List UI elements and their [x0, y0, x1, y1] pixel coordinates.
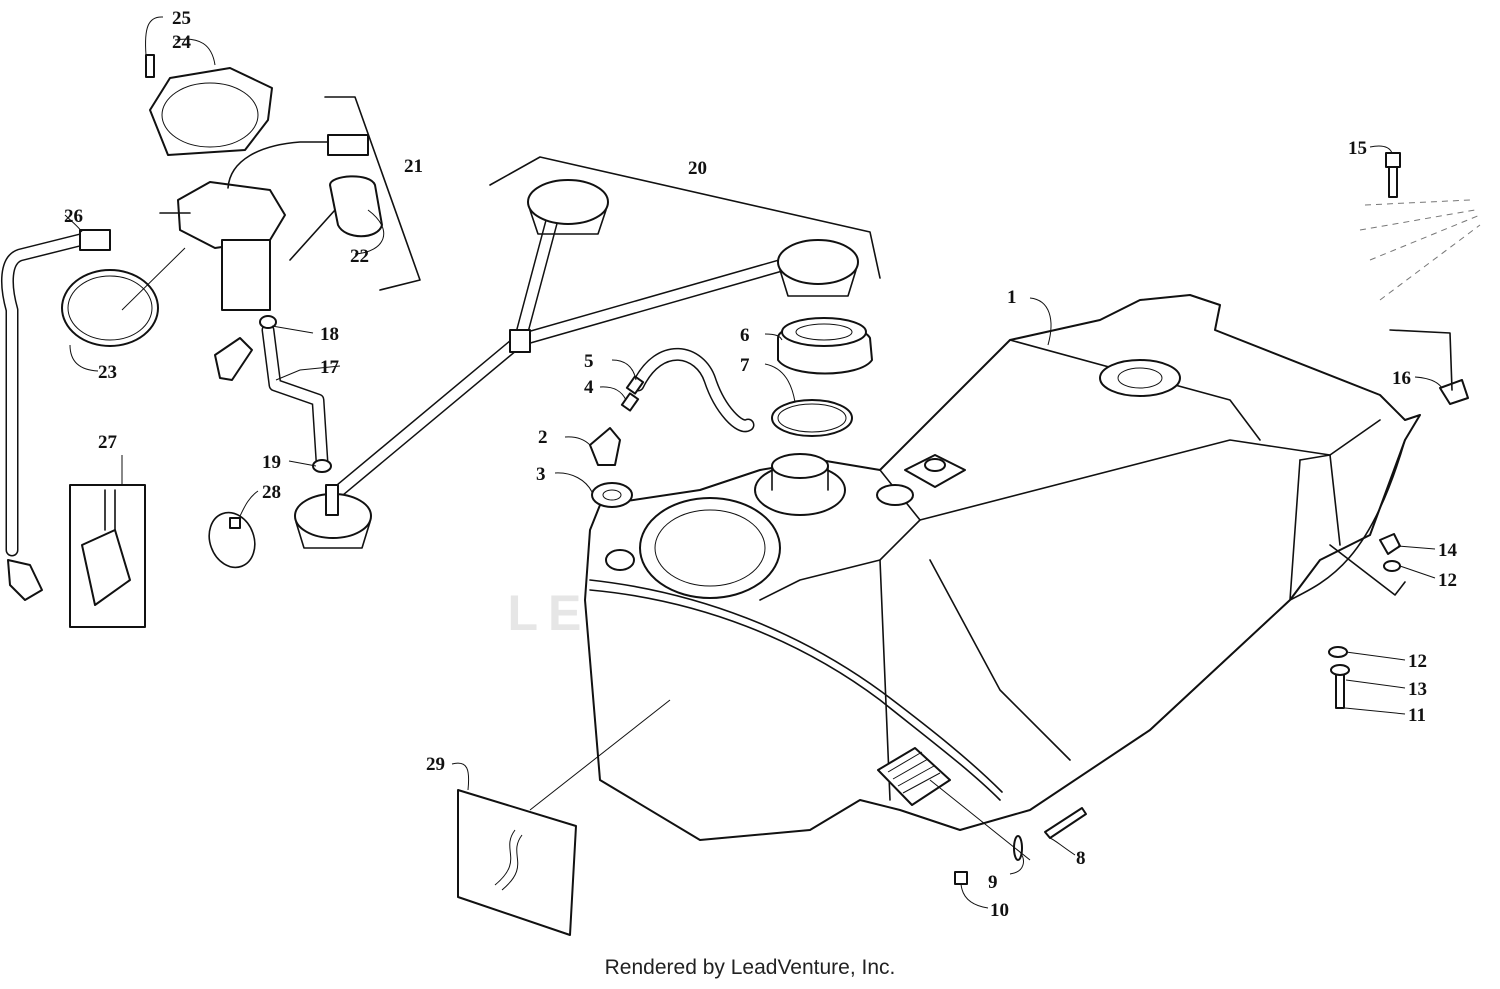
callout-17: 17 [320, 357, 340, 378]
vent-valve-assembly [589, 347, 755, 508]
callout-19: 19 [262, 452, 281, 473]
callout-28: 28 [262, 482, 281, 503]
callout-11: 11 [1408, 705, 1426, 726]
vent-line-assembly [294, 156, 881, 549]
callout-5: 5 [584, 351, 594, 372]
hose-clamp [208, 511, 256, 569]
callout-4: 4 [584, 377, 594, 398]
callout-29: 29 [426, 754, 445, 775]
callout-20: 20 [688, 158, 707, 179]
callout-1: 1 [1007, 287, 1017, 308]
callout-16: 16 [1392, 368, 1411, 389]
callout-numbers: 1 2 3 4 5 6 7 8 9 10 11 12 12 13 14 15 1… [64, 8, 1458, 921]
callout-15: 15 [1348, 138, 1367, 159]
callout-18: 18 [320, 324, 339, 345]
callout-6: 6 [740, 325, 750, 346]
callout-12a: 12 [1438, 570, 1457, 591]
fuel-pump-assembly [61, 54, 421, 473]
callout-22: 22 [350, 246, 369, 267]
callout-14: 14 [1438, 540, 1458, 561]
callout-7: 7 [740, 355, 750, 376]
callout-9: 9 [988, 872, 998, 893]
fuel-cap-assembly [771, 317, 873, 437]
callout-27: 27 [98, 432, 118, 453]
callout-13: 13 [1408, 679, 1427, 700]
warning-label [457, 789, 577, 936]
callout-21: 21 [404, 156, 423, 177]
callout-12b: 12 [1408, 651, 1427, 672]
fuel-line [1, 229, 111, 601]
callout-8: 8 [1076, 848, 1086, 869]
callout-2: 2 [538, 427, 548, 448]
callout-25: 25 [172, 8, 191, 29]
callout-10: 10 [990, 900, 1009, 921]
callout-23: 23 [98, 362, 117, 383]
callout-26: 26 [64, 206, 83, 227]
fuel-tank [584, 294, 1421, 841]
footer-credit: Rendered by LeadVenture, Inc. [604, 956, 896, 979]
callout-24: 24 [172, 32, 192, 53]
callout-3: 3 [536, 464, 546, 485]
connector-kit [69, 484, 146, 628]
leader-lines [64, 16, 1443, 909]
